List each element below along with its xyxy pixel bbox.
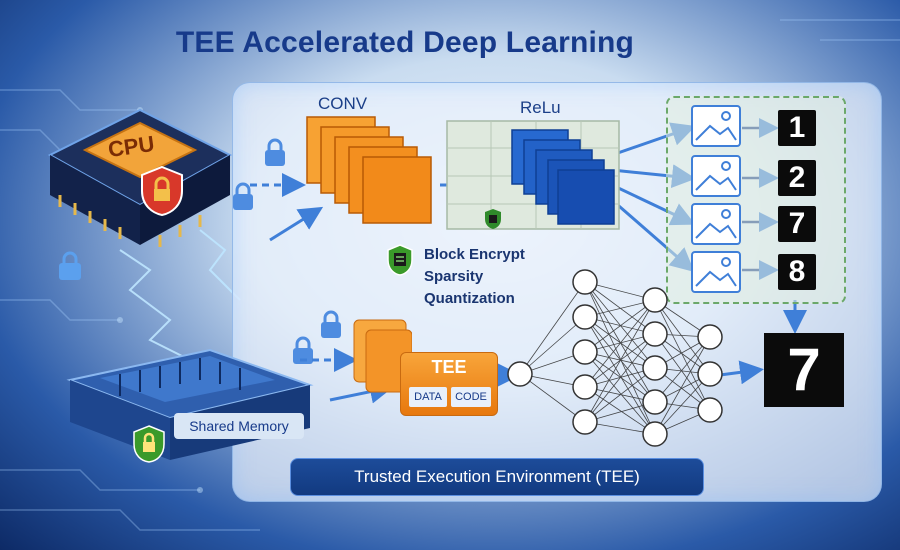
tee-footer-label: Trusted Execution Environment (TEE) [290, 458, 704, 496]
nn-edge [654, 336, 711, 403]
nn-node [507, 361, 533, 387]
lock-icon [59, 251, 81, 280]
nn-node [642, 287, 668, 313]
nn-node [697, 361, 723, 387]
nn-edge [584, 281, 656, 403]
server-shield-icon [387, 244, 413, 276]
nn-node [642, 389, 668, 415]
nn-edge [519, 373, 586, 423]
encryption-list: Block Encrypt Sparsity Quantization [424, 244, 525, 310]
nn-node [572, 304, 598, 330]
nn-edge [584, 316, 656, 403]
nn-node [642, 355, 668, 381]
nn-edge [584, 299, 656, 353]
tee-code-label: CODE [451, 387, 491, 407]
nn-edge [584, 351, 656, 403]
tee-module: TEE DATA CODE [400, 352, 498, 416]
nn-node [572, 339, 598, 365]
tee-title: TEE [431, 357, 467, 377]
nn-edge [584, 316, 656, 435]
server-shield-icon [485, 209, 501, 229]
nn-edge [654, 333, 711, 411]
cpu-chip [47, 108, 233, 247]
encryption-item-block-encrypt: Block Encrypt [424, 246, 525, 263]
nn-node [572, 269, 598, 295]
image-tiles [691, 105, 741, 293]
nn-node [572, 374, 598, 400]
nn-edge [584, 367, 656, 423]
page-title: TEE Accelerated Deep Learning [175, 26, 635, 59]
nn-edge [584, 281, 656, 335]
digit-output: 2 [778, 160, 816, 196]
lock-icon [293, 336, 313, 364]
nn-edge [584, 333, 656, 423]
nn-edge [584, 281, 656, 435]
nn-edge [519, 316, 586, 375]
digit-output: 8 [778, 254, 816, 290]
prediction-digit: 7 [764, 333, 844, 407]
lock-shield-icon [133, 425, 165, 463]
nn-edge [584, 386, 656, 435]
conv-label: CONV [318, 94, 368, 113]
encryption-item-quantization: Quantization [424, 290, 515, 307]
nn-edge [584, 281, 656, 369]
relu-label: ReLu [520, 98, 561, 117]
shared-memory-label: Shared Memory [174, 413, 304, 439]
nn-edge [584, 299, 656, 423]
shield-lock-icon [141, 165, 183, 217]
nn-edge [584, 316, 656, 369]
nn-node [572, 409, 598, 435]
nn-edge [654, 336, 711, 435]
nn-node [697, 324, 723, 350]
nn-edge [584, 351, 656, 435]
shared-memory-block [66, 348, 314, 460]
digit-output: 7 [778, 206, 816, 242]
digit-output: 1 [778, 110, 816, 146]
nn-node [697, 397, 723, 423]
relu-grid [446, 120, 620, 230]
nn-node [642, 321, 668, 347]
lock-icon [233, 182, 253, 210]
nn-edge [654, 299, 711, 411]
tee-data-label: DATA [409, 387, 447, 407]
encryption-item-sparsity: Sparsity [424, 268, 484, 285]
nn-edge [654, 299, 711, 375]
conv-layers [306, 116, 432, 224]
lock-icon [321, 310, 341, 338]
nn-edge [654, 373, 711, 435]
nn-edge [584, 299, 656, 388]
lock-icon [265, 138, 285, 166]
nn-edge [519, 281, 586, 375]
neural-network [507, 269, 723, 447]
nn-node [642, 421, 668, 447]
